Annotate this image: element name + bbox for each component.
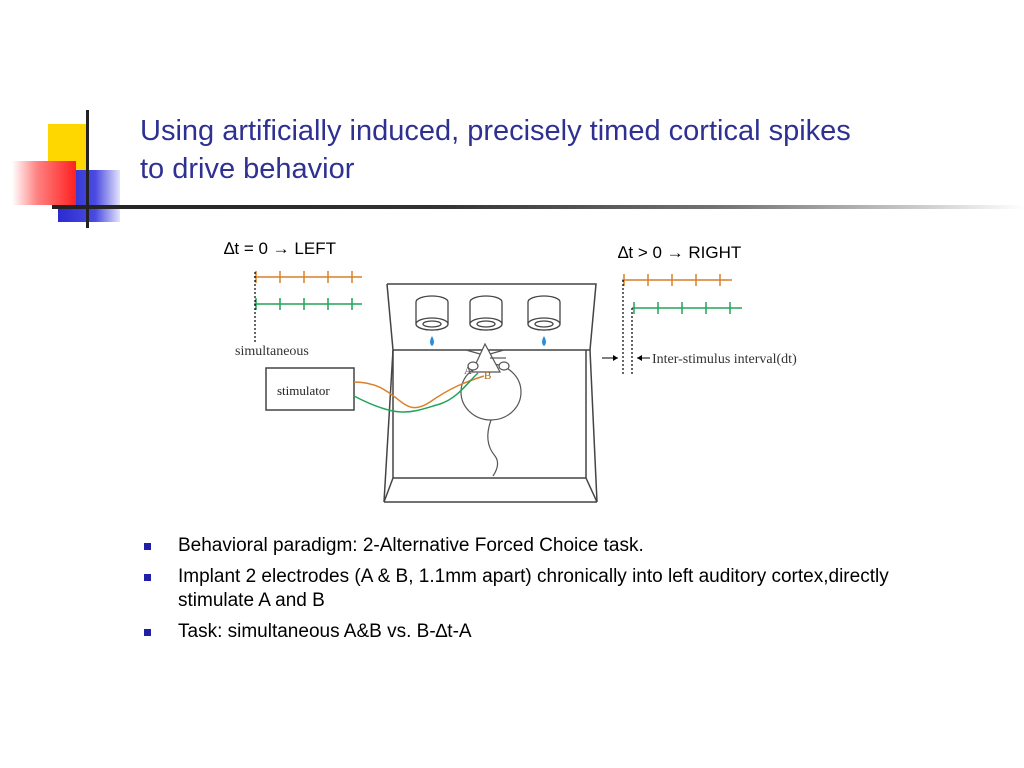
- square-bullet-icon: [144, 574, 151, 581]
- square-bullet-icon: [144, 543, 151, 550]
- bullet-text: Behavioral paradigm: 2-Alternative Force…: [178, 535, 644, 556]
- left-spike-trains: [254, 271, 362, 344]
- right-spike-trains: [602, 274, 742, 374]
- stimulator-label: stimulator: [277, 383, 330, 398]
- behavior-chamber: [383, 283, 598, 503]
- bullet-text: Implant 2 electrodes (A & B, 1.1mm apart…: [178, 566, 889, 611]
- bullet-text: Task: simultaneous A&B vs. B-∆t-A: [178, 621, 472, 642]
- bullet-item: Task: simultaneous A&B vs. B-∆t-A: [140, 620, 900, 644]
- title-line-2: to drive behavior: [140, 153, 355, 185]
- electrode-a-label: A: [464, 365, 472, 377]
- experiment-diagram: ∆t = 0 → LEFT simultaneous stimulator: [224, 239, 797, 503]
- rat: [460, 342, 522, 477]
- water-ports: [415, 295, 561, 331]
- square-bullet-icon: [144, 629, 151, 636]
- bullet-list: Behavioral paradigm: 2-Alternative Force…: [140, 534, 900, 651]
- orange-wire: [353, 375, 485, 409]
- slide-title: Using artificially induced, precisely ti…: [140, 112, 1000, 188]
- left-condition-label: ∆t = 0 → LEFT: [224, 239, 336, 258]
- electrode-b-label: B: [484, 370, 491, 382]
- title-underline: [52, 205, 1024, 209]
- bullet-item: Implant 2 electrodes (A & B, 1.1mm apart…: [140, 565, 900, 613]
- decor-red-square: [12, 161, 76, 205]
- title-line-1: Using artificially induced, precisely ti…: [140, 115, 851, 147]
- interval-label: Inter-stimulus interval(dt): [652, 352, 797, 367]
- decor-vertical-line: [86, 110, 89, 228]
- right-condition-label: ∆t > 0 → RIGHT: [618, 243, 741, 262]
- bullet-item: Behavioral paradigm: 2-Alternative Force…: [140, 534, 900, 558]
- simultaneous-label: simultaneous: [235, 344, 309, 359]
- green-wire: [353, 372, 479, 413]
- water-drops: [430, 336, 546, 346]
- stimulator-box: [265, 367, 355, 411]
